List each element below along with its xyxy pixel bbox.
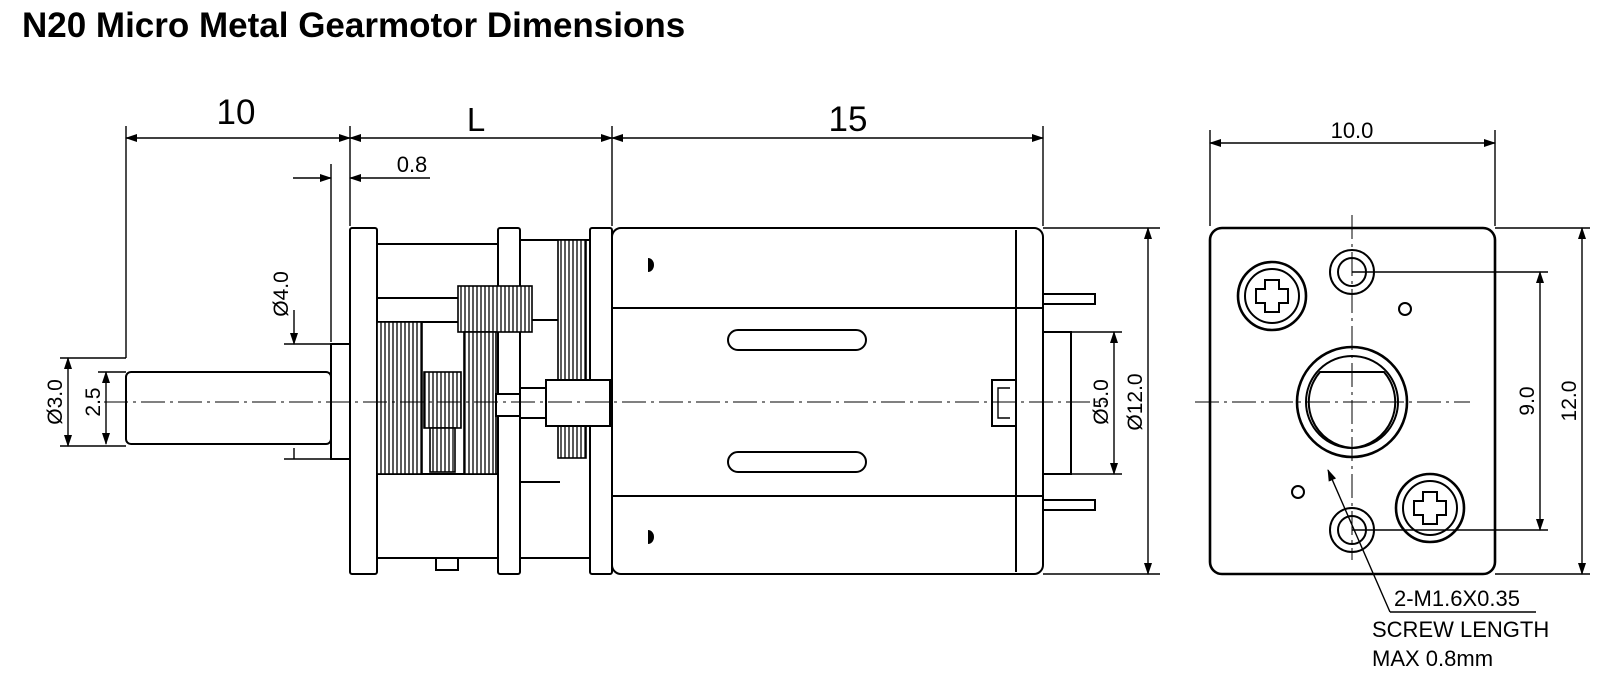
end-view	[1195, 130, 1590, 613]
dim-motor-diameter: Ø12.0	[1124, 373, 1147, 430]
dim-hole-spacing: 9.0	[1516, 386, 1539, 415]
page-title: N20 Micro Metal Gearmotor Dimensions	[22, 6, 686, 45]
note-thread: 2-M1.6X0.35	[1394, 586, 1520, 611]
dim-end-width: 10.0	[1331, 118, 1374, 143]
dim-motor-length: 15	[829, 100, 868, 139]
dim-collar-diameter: Ø4.0	[270, 271, 293, 317]
dim-collar-thickness: 0.8	[397, 152, 428, 177]
dim-bushing-diameter: Ø5.0	[1090, 379, 1113, 425]
dim-shaft-length: 10	[217, 93, 256, 132]
note-screw-length: SCREW LENGTH	[1372, 617, 1549, 642]
screw-head-top-left	[1236, 260, 1308, 332]
dim-shaft-diameter: Ø3.0	[44, 379, 67, 425]
dim-end-height: 12.0	[1558, 381, 1581, 422]
side-view	[60, 126, 1160, 575]
dim-gearbox-length: L	[467, 101, 485, 138]
note-max-length: MAX 0.8mm	[1372, 646, 1493, 671]
screw-head-bottom-right	[1394, 472, 1466, 544]
dim-shaft-flat: 2.5	[82, 387, 105, 416]
